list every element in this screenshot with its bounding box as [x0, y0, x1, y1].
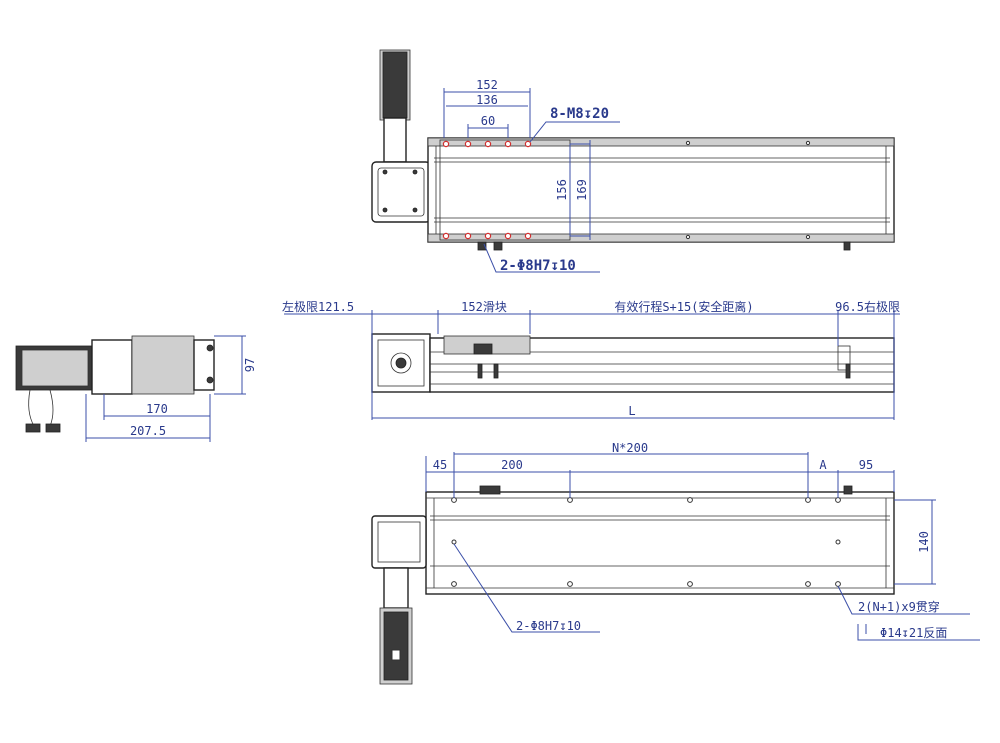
sensor-stub — [843, 241, 851, 251]
flange-bolt — [382, 169, 388, 175]
mount-hole — [805, 581, 811, 587]
slider-label: 152滑块 — [461, 300, 507, 314]
rail-body-bottom — [425, 491, 895, 595]
callout-pin-bottom: 2-Φ8H7↧10 — [516, 619, 581, 633]
leader-holes — [837, 585, 970, 615]
rail-edge-top — [427, 137, 895, 147]
sensor-stub — [477, 241, 487, 251]
sensor-flag — [477, 363, 483, 379]
flange-bolt — [412, 169, 418, 175]
motor-coupling-bottom — [383, 567, 409, 609]
dim-152-label: 152 — [476, 78, 498, 92]
m8-thread-hole — [464, 232, 472, 240]
mount-hole — [687, 497, 693, 503]
dim-200-label: 200 — [501, 458, 523, 472]
slider-knob — [473, 343, 493, 355]
side-view: 左极限121.5 152滑块 有效行程S+15(安全距离) 96.5右极限 L — [282, 299, 900, 420]
mount-hole — [835, 581, 841, 587]
mount-hole — [451, 497, 457, 503]
motor-connector — [391, 649, 401, 661]
m8-thread-hole — [442, 232, 450, 240]
sensor-stub — [479, 485, 501, 495]
m8-thread-hole — [524, 232, 532, 240]
leader-thread — [529, 121, 620, 143]
rail-hole — [685, 234, 691, 240]
motor-cable — [49, 389, 54, 427]
cable-connector — [25, 423, 41, 433]
end-bolt — [206, 344, 214, 352]
leader-pin — [483, 243, 600, 273]
coupling-circle — [390, 352, 412, 374]
motor-fins — [21, 349, 89, 387]
dim-60-label: 60 — [481, 114, 495, 128]
end-view: 97 170 207.5 — [15, 335, 257, 442]
end-bolt — [206, 376, 214, 384]
flange-bolt — [412, 207, 418, 213]
motor-shading-bottom — [383, 611, 409, 681]
rail-body-top — [427, 137, 895, 243]
left-limit-label: 左极限121.5 — [282, 299, 354, 314]
m8-thread-hole — [504, 140, 512, 148]
bottom-view: N*200 45 200 A 95 140 2-Φ8H7↧10 2(N+1)x9… — [371, 441, 980, 685]
pin-hole — [451, 539, 457, 545]
dim-140-label: 140 — [917, 531, 931, 553]
sensor-stub — [843, 485, 853, 495]
rail-end-block — [131, 335, 195, 395]
motor-shading-top — [382, 51, 408, 119]
mount-hole — [835, 497, 841, 503]
motor-flange-bottom — [371, 515, 427, 569]
dim-156-label: 156 — [555, 179, 569, 201]
callout-pin-top: 2-Φ8H7↧10 — [500, 258, 576, 274]
top-view: 152 136 60 8-M8↧20 156 169 2-Φ8H7↧10 — [371, 49, 895, 274]
callout-holes-line2: Φ14↧21反面 — [880, 626, 947, 640]
rail-edge-bottom — [427, 233, 895, 243]
m8-thread-hole — [464, 140, 472, 148]
leader-pin-bottom — [453, 543, 600, 633]
rail-hole — [685, 140, 691, 146]
motor-coupling-top — [383, 117, 407, 163]
m8-thread-hole — [504, 232, 512, 240]
dim-170-label: 170 — [146, 402, 168, 416]
coupling-hub — [395, 357, 407, 369]
callout-holes-line1: 2(N+1)x9贯穿 — [858, 599, 940, 614]
callout-thread: 8-M8↧20 — [550, 106, 609, 122]
overall-length-label: L — [628, 404, 635, 418]
dim-95-label: 95 — [859, 458, 873, 472]
pin-hole — [835, 539, 841, 545]
coupling-housing — [91, 339, 133, 395]
rail-hole — [805, 234, 811, 240]
m8-thread-hole — [484, 140, 492, 148]
mount-hole — [805, 497, 811, 503]
m8-thread-hole — [484, 232, 492, 240]
mount-hole — [687, 581, 693, 587]
motor-flange-inner-top — [377, 167, 425, 217]
flange-inner-side — [377, 339, 425, 387]
flange-inner-bottom — [377, 521, 421, 563]
dim-A-label: A — [819, 458, 827, 472]
dim-2075-label: 207.5 — [130, 424, 166, 438]
sensor-stub — [493, 241, 503, 251]
right-limit-label: 96.5右极限 — [835, 299, 900, 314]
motor-flange-top — [371, 161, 431, 223]
dim-45-label: 45 — [433, 458, 447, 472]
sensor-flag — [493, 363, 499, 379]
stroke-label: 有效行程S+15(安全距离) — [614, 299, 753, 314]
dim-97-label: 97 — [243, 358, 257, 372]
pitch-total-label: N*200 — [612, 441, 648, 455]
cable-connector — [45, 423, 61, 433]
mount-hole — [567, 581, 573, 587]
mount-hole — [567, 497, 573, 503]
m8-thread-hole — [442, 140, 450, 148]
limit-sensor — [837, 345, 851, 371]
sensor-flag — [845, 363, 851, 379]
rail-hole — [805, 140, 811, 146]
dim-169-label: 169 — [575, 179, 589, 201]
dim-136-label: 136 — [476, 93, 498, 107]
m8-thread-hole — [524, 140, 532, 148]
motor-cable — [28, 389, 35, 427]
counterbore-symbol — [857, 624, 980, 641]
flange-bolt — [382, 207, 388, 213]
mount-hole — [451, 581, 457, 587]
